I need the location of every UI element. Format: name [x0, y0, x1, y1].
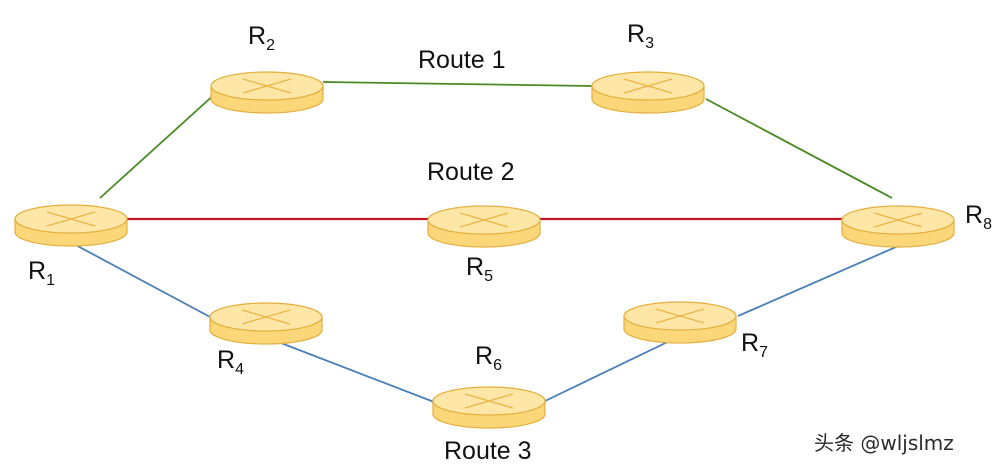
link-r2-r3 — [322, 81, 593, 87]
link-r4-r6 — [267, 337, 435, 403]
link-r7-r8 — [737, 239, 913, 317]
links — [71, 81, 913, 403]
link-r6-r7 — [544, 335, 681, 402]
router-icon-r1 — [14, 204, 128, 247]
link-r1-r2 — [99, 92, 217, 199]
router-icon-r8 — [841, 205, 955, 248]
router-icon-r2 — [210, 71, 324, 114]
router-label-r2: R2 — [248, 22, 275, 54]
router-icon-r4 — [209, 302, 323, 345]
router-icon-r7 — [623, 301, 737, 344]
router-label-r7: R7 — [741, 329, 768, 361]
router-label-r6: R6 — [475, 342, 502, 374]
link-r1-r4 — [71, 242, 213, 319]
route-labels: Route 1 Route 2 Route 3 — [418, 46, 532, 465]
router-icon-r3 — [591, 71, 705, 114]
route-label-3: Route 3 — [444, 437, 532, 465]
route-label-1: Route 1 — [418, 46, 506, 74]
router-icons — [14, 71, 955, 429]
router-label-r8: R8 — [965, 201, 992, 233]
router-label-r3: R3 — [627, 20, 654, 52]
router-icon-r5 — [427, 205, 541, 248]
router-label-r1: R1 — [28, 257, 55, 289]
router-label-r4: R4 — [217, 346, 244, 378]
router-icon-r6 — [432, 386, 546, 429]
link-r3-r8 — [705, 98, 893, 199]
router-labels: R1 R2 R3 R4 R5 R6 R7 R8 — [28, 20, 992, 378]
route-label-2: Route 2 — [427, 158, 515, 186]
watermark: 头条 @wljslmz — [814, 431, 954, 455]
router-label-r5: R5 — [466, 253, 493, 285]
